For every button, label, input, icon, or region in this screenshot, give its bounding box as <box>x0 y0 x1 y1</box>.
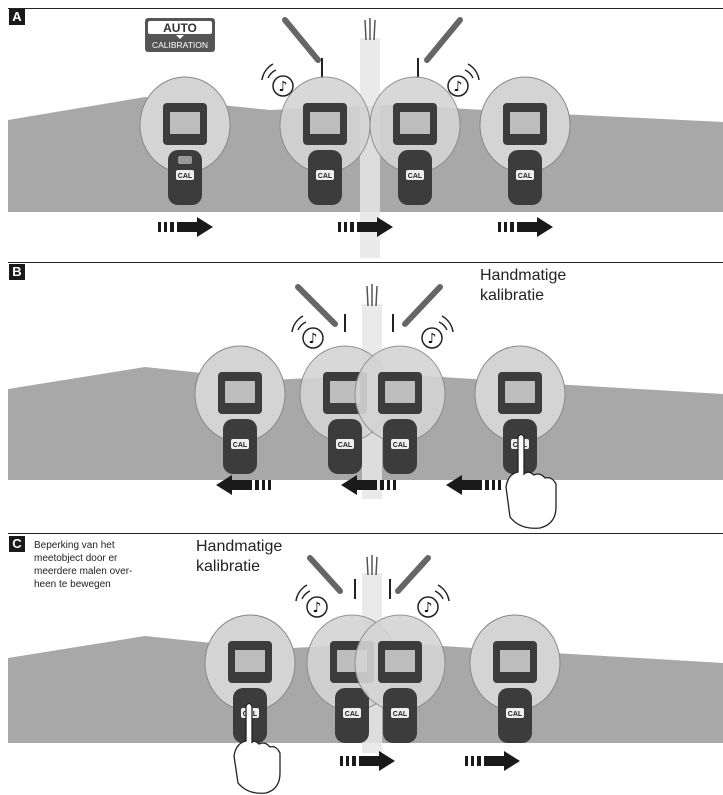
badge-top-text: AUTO <box>163 21 197 35</box>
panel-c-note: Beperking van het meetobject door er mee… <box>34 540 133 590</box>
panel-a-scene: ♪ ♪ CAL CAL CAL CAL <box>8 17 723 258</box>
arrow-right-1-icon <box>340 751 395 771</box>
panel-a-label: A <box>9 9 25 25</box>
panel-a-divider <box>8 8 723 9</box>
svg-text:♪: ♪ <box>424 600 433 616</box>
sound-left-icon: ♪ <box>295 584 328 618</box>
sound-left-icon: ♪ <box>291 315 324 349</box>
pencil-left-icon <box>282 17 323 78</box>
stud-finder-device-3: CAL <box>354 614 446 743</box>
pencil-right-icon <box>389 555 431 599</box>
arrow-right-3-icon <box>498 217 553 237</box>
sound-right-icon: ♪ <box>447 63 480 97</box>
stud-finder-device-2: CAL <box>279 76 371 205</box>
svg-text:CAL: CAL <box>318 173 333 180</box>
pencil-right-icon <box>392 284 443 332</box>
stud-finder-device-4: CAL <box>469 614 561 743</box>
svg-text:CAL: CAL <box>338 442 353 449</box>
svg-text:♪: ♪ <box>428 331 437 347</box>
pencil-left-icon <box>295 284 346 332</box>
auto-calibration-badge: AUTO CALIBRATION <box>145 18 215 52</box>
arrow-left-1-icon <box>216 475 271 495</box>
arrow-left-2-icon <box>341 475 396 495</box>
panel-c: C Beperking van het meetobject door er m… <box>0 533 723 795</box>
pencil-left-icon <box>307 555 356 599</box>
svg-text:CAL: CAL <box>393 442 408 449</box>
svg-text:CAL: CAL <box>393 711 408 718</box>
sound-right-icon: ♪ <box>417 584 450 618</box>
svg-text:♪: ♪ <box>309 331 318 347</box>
panel-b-label: B <box>9 264 25 280</box>
svg-text:♪: ♪ <box>313 600 322 616</box>
stud-finder-device-1: CAL <box>204 614 296 743</box>
arrow-right-2-icon <box>465 751 520 771</box>
sound-left-icon: ♪ <box>261 63 294 97</box>
stud-finder-device-3: CAL <box>354 345 446 474</box>
panel-c-divider <box>8 533 723 534</box>
pencil-right-icon <box>417 17 463 78</box>
sound-right-icon: ♪ <box>421 315 454 349</box>
svg-text:CAL: CAL <box>233 442 248 449</box>
panel-b-divider <box>8 262 723 263</box>
panel-b: B Handmatige kalibratie ♪ ♪ CAL CAL CAL … <box>0 262 723 532</box>
panel-b-caption: Handmatige kalibratie <box>480 267 567 304</box>
svg-text:CAL: CAL <box>408 173 423 180</box>
svg-text:CAL: CAL <box>518 173 533 180</box>
svg-text:♪: ♪ <box>279 79 288 95</box>
svg-text:♪: ♪ <box>454 79 463 95</box>
hand-pointer-icon <box>233 702 281 794</box>
panel-b-scene: ♪ ♪ CAL CAL CAL CAL <box>8 284 723 529</box>
panel-a: A AUTO CALIBRATION ♪ ♪ CAL CAL CAL CAL <box>0 0 723 265</box>
stud-finder-device-3: CAL <box>369 76 461 205</box>
svg-text:CAL: CAL <box>508 711 523 718</box>
svg-text:CAL: CAL <box>345 711 360 718</box>
cable-icon <box>360 18 380 258</box>
hand-pointer-icon <box>505 433 557 529</box>
svg-text:CAL: CAL <box>178 173 193 180</box>
arrow-left-3-icon <box>446 475 501 495</box>
arrow-right-2-icon <box>338 217 393 237</box>
panel-c-scene: ♪ ♪ CAL CAL CAL CAL <box>8 555 723 794</box>
stud-finder-device-1: CAL <box>139 76 231 205</box>
panel-c-label: C <box>9 536 25 552</box>
badge-bottom-text: CALIBRATION <box>152 40 208 50</box>
stud-finder-device-4: CAL <box>479 76 571 205</box>
panel-c-caption: Handmatige kalibratie <box>196 538 283 575</box>
arrow-right-1-icon <box>158 217 213 237</box>
stud-finder-device-1: CAL <box>194 345 286 474</box>
